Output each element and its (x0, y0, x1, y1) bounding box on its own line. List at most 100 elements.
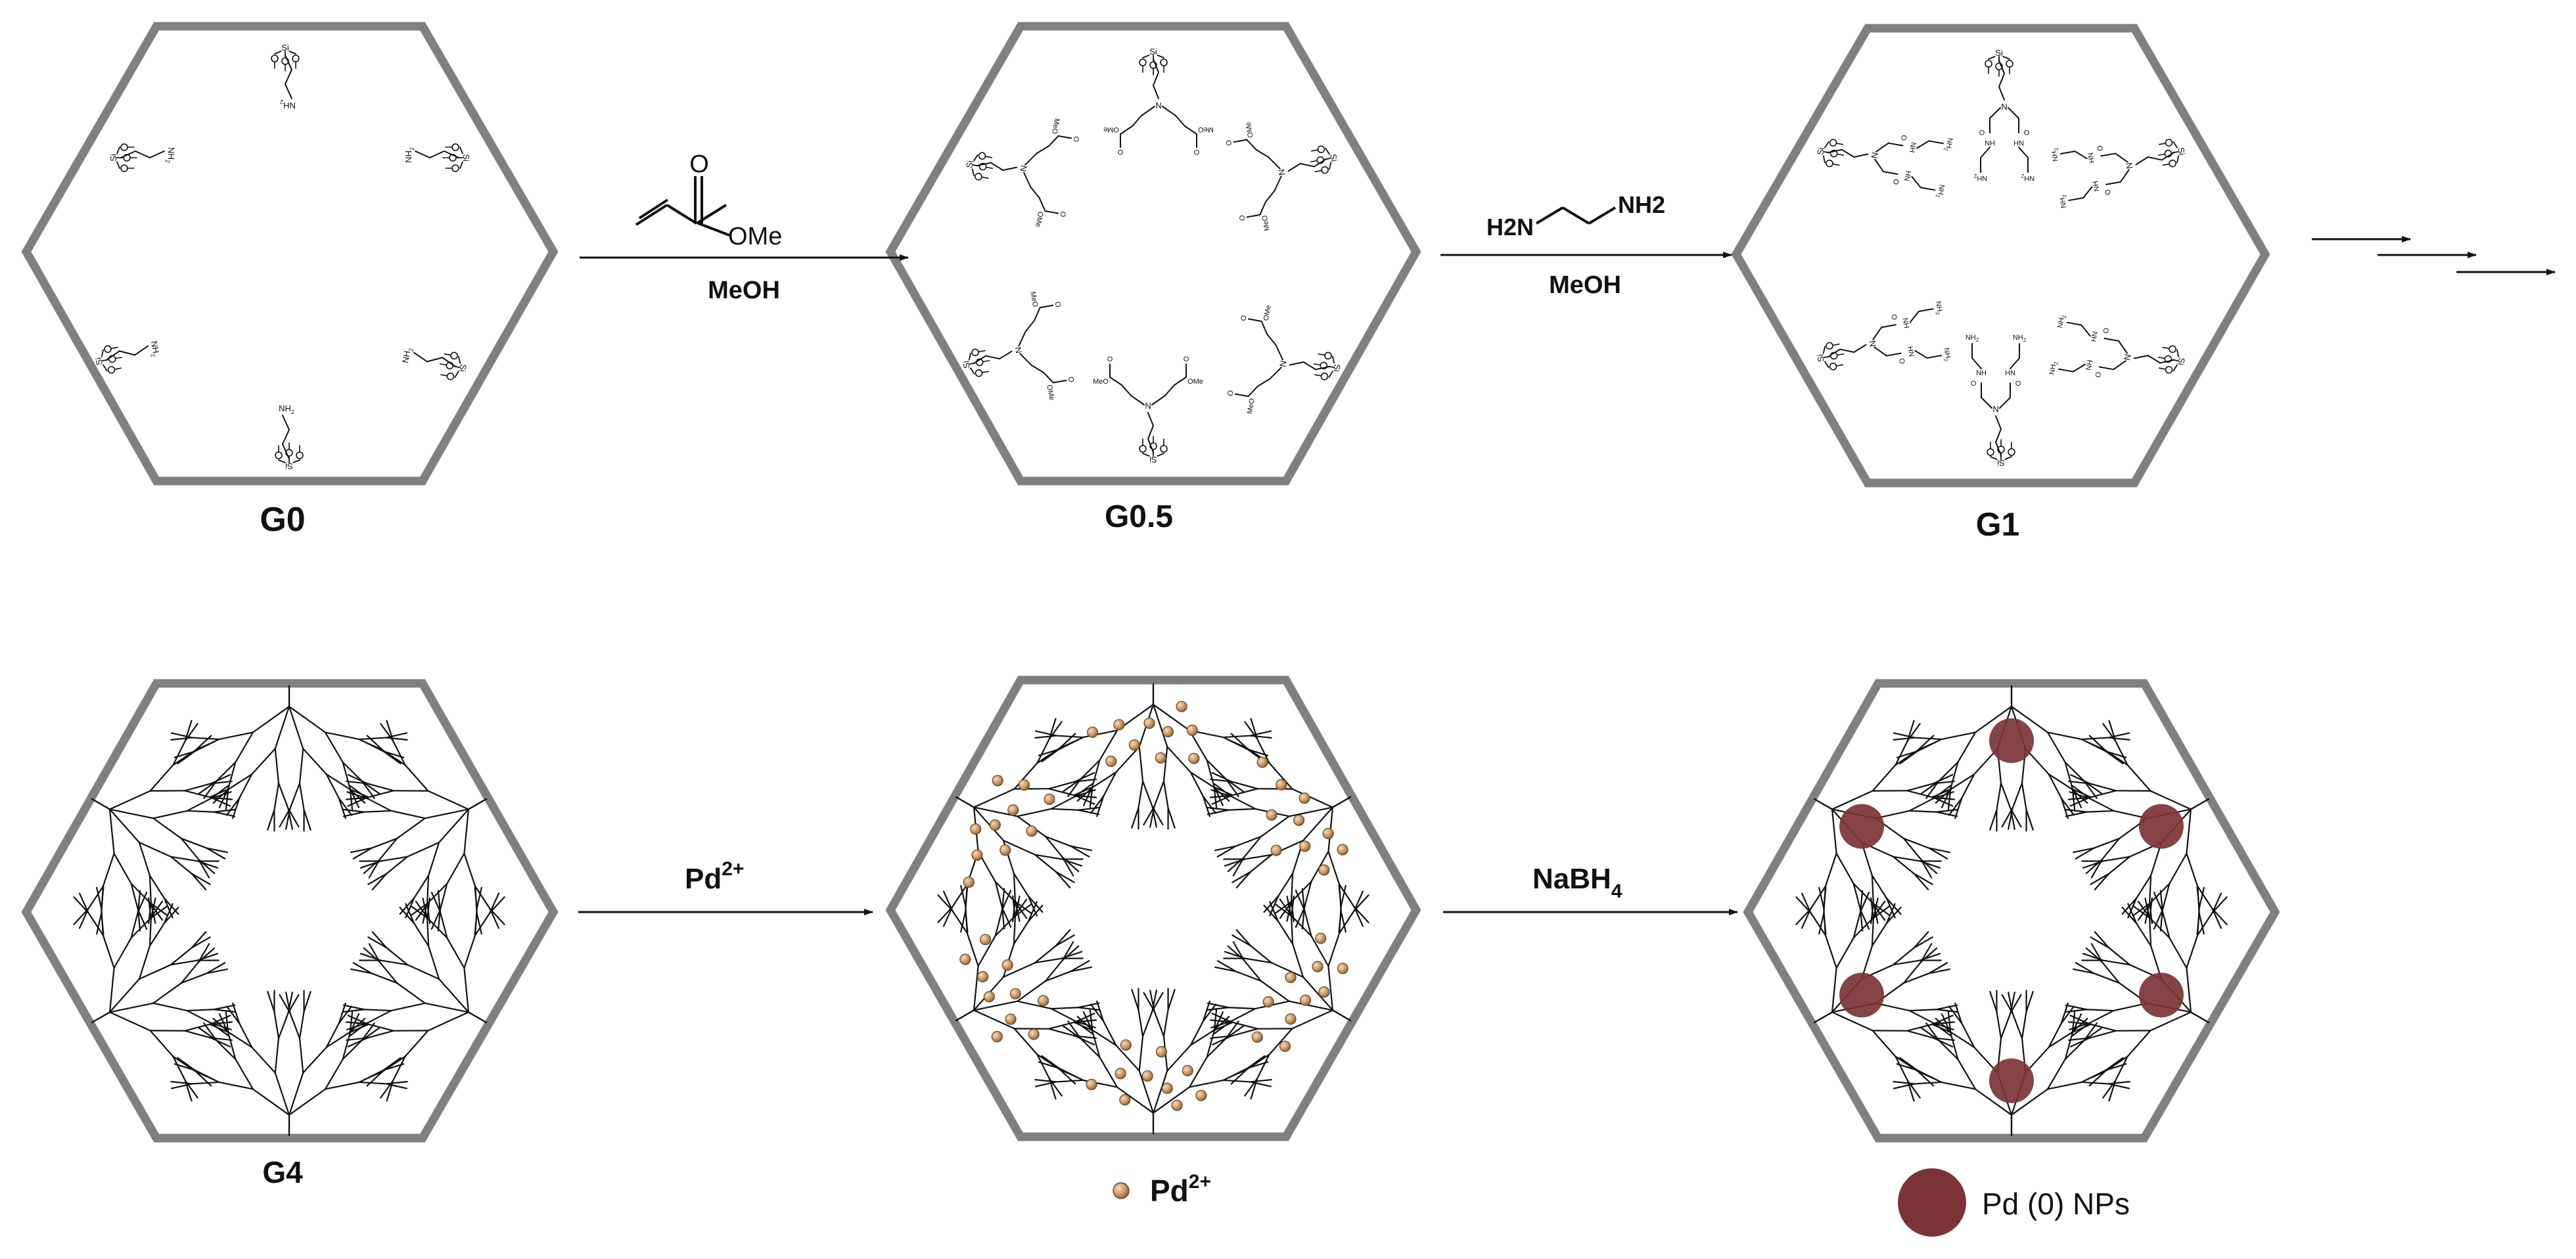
dendrimer-branch (184, 1030, 212, 1039)
oxygen-atom (450, 352, 458, 360)
dendrimer-branch (1044, 835, 1072, 847)
pd2-ion (1044, 793, 1055, 805)
dendrimer-branch (2186, 934, 2199, 969)
dendrimer-branch (1017, 808, 1052, 817)
dendrimer-branch (977, 935, 996, 967)
dendrimer-branch (198, 943, 210, 963)
dendrimer-branch (287, 808, 293, 830)
dendrimer-stem (2190, 798, 2210, 810)
dendrimer-branch (1291, 873, 1294, 902)
carbonyl-o: O (1184, 355, 1189, 363)
dendrimer-branch (973, 1009, 1015, 1030)
dendrimer-branch (213, 808, 236, 813)
dendrimer-branch (1074, 1019, 1097, 1023)
bond (1157, 453, 1164, 457)
label-g4: G4 (262, 1155, 303, 1189)
dendrimer-branch (1950, 1032, 1959, 1061)
dendrimer-branch (1801, 892, 1812, 913)
dendrimer-branch (994, 909, 1003, 937)
dendrimer-branch (2093, 973, 2121, 984)
dendrimer-branch (1059, 733, 1076, 749)
bond (1153, 85, 1159, 99)
dendrimer-branch (210, 796, 231, 807)
bond (1164, 384, 1175, 396)
bond (2119, 169, 2130, 183)
amide-nh: HN (1902, 170, 1912, 182)
dendrimer-branch (212, 1017, 230, 1034)
bond (1234, 393, 1249, 398)
dendrimer (2065, 886, 2228, 1102)
dendrimer-branch (2107, 1081, 2130, 1085)
bond (149, 150, 165, 158)
dendrimer-branch (1048, 1078, 1057, 1100)
bond (1256, 149, 1270, 158)
dendrimer-branch (113, 852, 132, 884)
dendrimer-branch (427, 917, 448, 939)
dendrimer-branch (349, 1022, 368, 1037)
hexagon-pd0 (1743, 679, 2280, 1143)
pd2-ion (1007, 804, 1019, 816)
dendrimer-branch (1932, 774, 1954, 785)
dendrimer-branch (380, 723, 394, 742)
bond (1162, 106, 1176, 116)
dendrimer-branch (1892, 947, 1916, 966)
dendrimer-branch (108, 967, 115, 1013)
dendrimer-branch (382, 750, 402, 765)
dendrimer-branch (2150, 882, 2171, 904)
dendrimer-branch (2149, 897, 2153, 920)
pd2-ion (1028, 1028, 1040, 1040)
dendrimer-branch (2008, 992, 2013, 1014)
bond (101, 349, 104, 357)
bond (2058, 368, 2074, 373)
dendrimer-branches (73, 683, 2228, 1137)
dendrimer-stem (91, 1011, 111, 1024)
dendrimer-branch (1277, 873, 1294, 898)
nitrogen-atom: N (1013, 346, 1024, 354)
si-atom: Si (1328, 153, 1339, 162)
dendrimer-branch (102, 934, 115, 969)
nitrogen-atom: N (1155, 101, 1161, 110)
legend-pd0-label: Pd (0) NPs (1982, 1187, 2130, 1221)
si-atom: Si (1815, 147, 1826, 156)
dendrimer-branch (382, 1057, 402, 1071)
dendrimer-branch (1954, 1002, 1963, 1024)
amide-nh: NH (1900, 317, 1910, 329)
dendrimer-branch (348, 1023, 369, 1034)
dendrimer-branch (1152, 704, 1191, 731)
dendrimer-branch (180, 837, 208, 849)
bond (1246, 214, 1261, 218)
dendrimer-branch (1303, 881, 1312, 909)
dendrimer-branch (2090, 936, 2110, 949)
dendrimer-branch (1338, 884, 1342, 907)
pd2-ion (1318, 864, 1330, 876)
dendrimer-branch (1036, 738, 1051, 764)
dendrimer-branch (352, 847, 373, 859)
dendrimer-branch (170, 1081, 193, 1085)
silanol-anchor: Si (1985, 48, 2013, 77)
amide-nh: NH (1908, 141, 1918, 153)
dendrimer-branch (302, 748, 327, 775)
dendrimer-branch (2211, 908, 2222, 929)
bond (118, 350, 136, 356)
dendrimer-branch (2060, 797, 2069, 819)
dendrimer-branch (1892, 959, 1921, 966)
dendrimer-branch (1211, 772, 1233, 783)
bond (1824, 141, 1829, 149)
bond (1247, 385, 1259, 398)
dendrimer-branch (1230, 781, 1258, 790)
nitrogen-atom: N (1868, 340, 1878, 348)
carbonyl-o: O (1117, 148, 1123, 156)
dendrimer-branch (1077, 1002, 1100, 1009)
bond (1299, 163, 1315, 168)
bond (1259, 201, 1267, 216)
bond (1328, 371, 1333, 378)
dendrimer-branch (235, 1058, 254, 1090)
dendrimer-branch (186, 797, 212, 812)
dendrimer-branch (210, 791, 232, 800)
bond (1853, 153, 1869, 158)
dendrimer-branch (1931, 1023, 1952, 1034)
dendrimer-branch (184, 723, 198, 742)
dendrimer-branch (1823, 886, 1827, 909)
dendrimer-branch (1017, 1000, 1052, 1010)
